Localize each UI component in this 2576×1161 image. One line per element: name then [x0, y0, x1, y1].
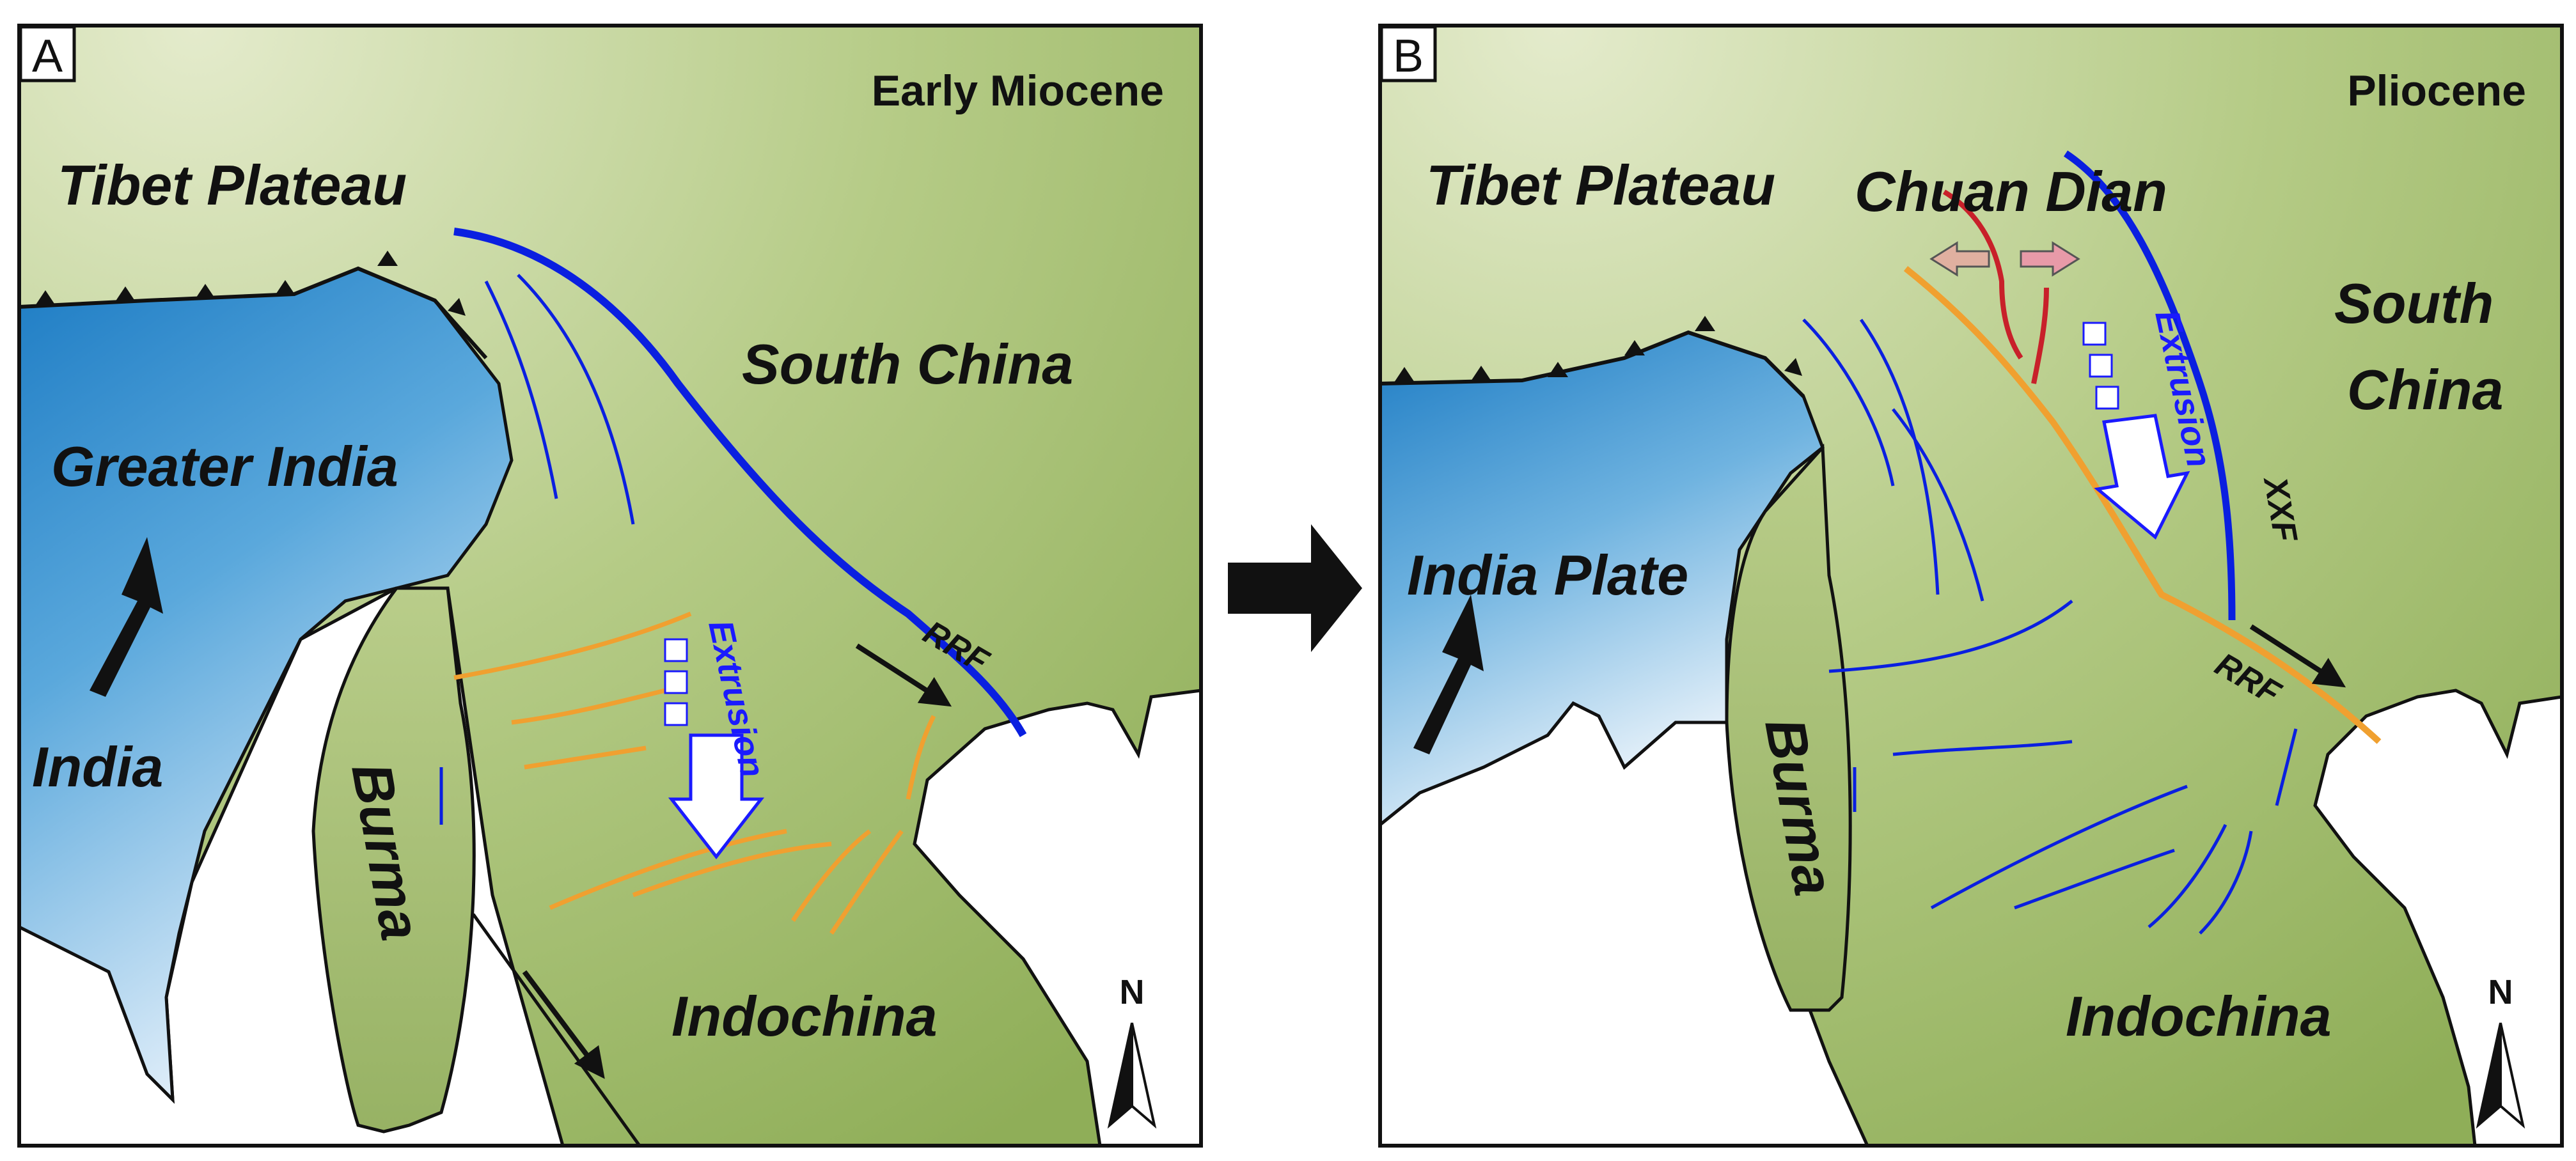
label-india-plate: India Plate: [1407, 543, 1688, 607]
thrust-front: [1380, 330, 1805, 398]
svg-text:N: N: [2488, 973, 2513, 1011]
orange-faults: [453, 611, 936, 935]
svg-text:N: N: [1120, 973, 1145, 1011]
panel-a-frame: [17, 24, 1203, 1148]
label-south: South: [2334, 272, 2494, 335]
india-motion-arrow: [90, 537, 163, 697]
rrf-motion-arrow: [855, 643, 952, 707]
red-faults: [1942, 189, 2049, 384]
north-arrow: N: [1107, 973, 1157, 1129]
label-tibet-plateau: Tibet Plateau: [58, 153, 407, 217]
extension-arrows: [1929, 241, 2080, 277]
panel-b: B Pliocene Tibet Plateau Chuan Dian Sout…: [1378, 24, 2564, 1148]
panel-a: A Early Miocene Tibet Plateau South Chin…: [17, 24, 1203, 1148]
panel-a-age: Early Miocene: [872, 66, 1164, 115]
blue-faults: [1802, 150, 2298, 935]
label-south-china: South China: [742, 332, 1073, 396]
panel-b-letter: B: [1393, 31, 1424, 82]
panel-b-age: Pliocene: [2347, 66, 2526, 115]
india-motion-arrow: [1413, 595, 1484, 754]
label-tibet-plateau: Tibet Plateau: [1426, 153, 1775, 217]
extrusion-arrow: [664, 638, 765, 860]
label-chuan-dian: Chuan Dian: [1855, 160, 2167, 223]
label-indochina: Indochina: [2066, 985, 2332, 1048]
panel-b-frame: [1378, 24, 2564, 1148]
label-indochina: Indochina: [671, 985, 938, 1048]
thrust-teeth: [35, 251, 466, 316]
panel-a-letter-box: [19, 25, 76, 82]
label-greater-india: Greater India: [51, 435, 398, 498]
transition-arrow: [1228, 524, 1362, 652]
dextral-arrow: [522, 970, 605, 1079]
orange-faults: [1903, 266, 2382, 744]
panel-a-letter: A: [32, 31, 63, 82]
label-india: India: [32, 735, 163, 799]
burma-block: [311, 586, 476, 1134]
extrusion-arrow: [2082, 322, 2190, 540]
fault-line-black: [471, 913, 641, 1146]
rrf-motion-arrow: [2249, 624, 2346, 688]
north-arrow: N: [2476, 973, 2525, 1129]
label-china: China: [2347, 358, 2503, 421]
thrust-teeth: [1394, 316, 1802, 382]
burma-block: [1725, 443, 1852, 1012]
blue-faults: [439, 228, 1027, 825]
panel-b-letter-box: [1379, 25, 1437, 82]
